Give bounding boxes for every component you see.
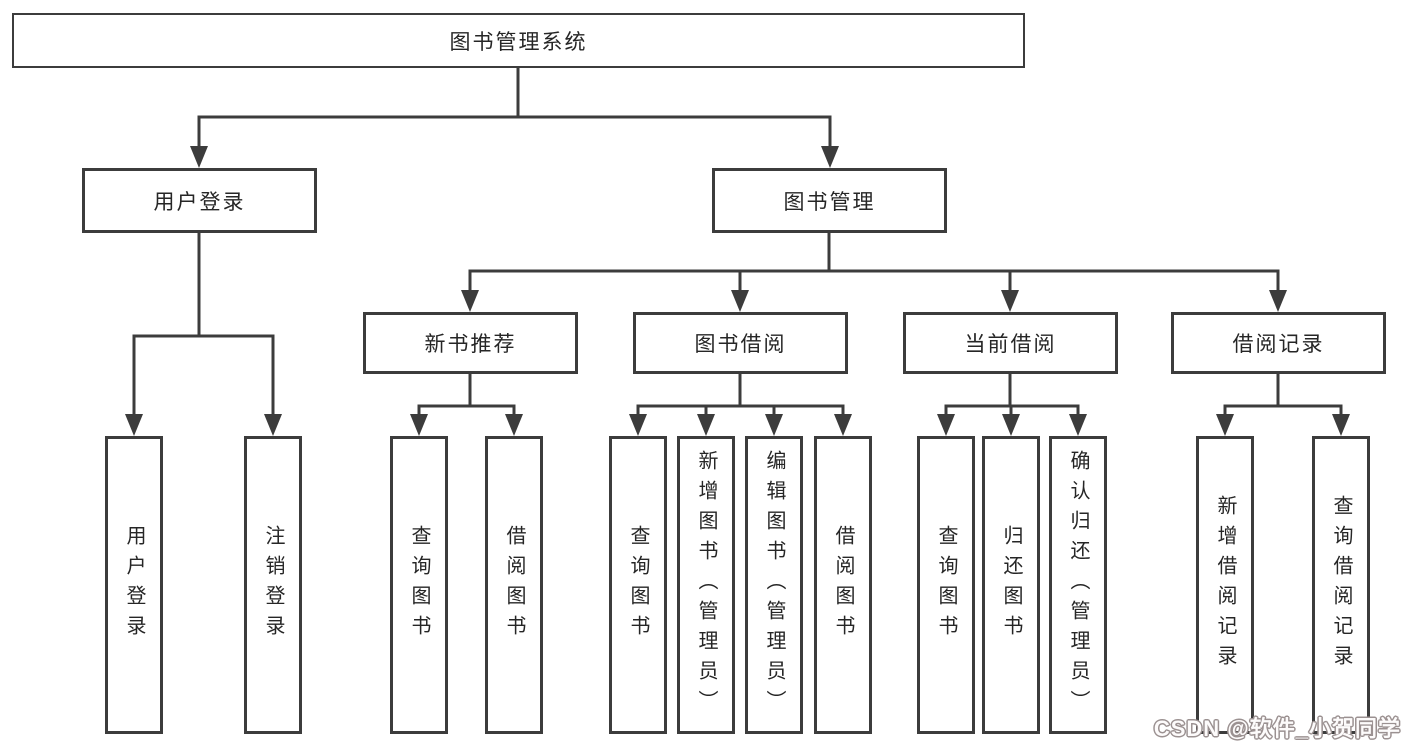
leaf-add-borrow-record: 新增借阅记录 (1196, 436, 1254, 734)
leaf-user-login: 用户登录 (105, 436, 163, 734)
node-new-book-recommend: 新书推荐 (363, 312, 578, 374)
leaf-confirm-return-admin: 确认归还（管理员） (1049, 436, 1107, 734)
node-library-system: 图书管理系统 (12, 13, 1025, 68)
node-book-borrowing: 图书借阅 (633, 312, 848, 374)
leaf-edit-book-admin: 编辑图书（管理员） (745, 436, 803, 734)
node-borrow-records: 借阅记录 (1171, 312, 1386, 374)
leaf-query-books-newbook: 查询图书 (390, 436, 448, 734)
leaf-query-books-borrow: 查询图书 (609, 436, 667, 734)
leaf-add-book-admin: 新增图书（管理员） (677, 436, 735, 734)
leaf-return-book: 归还图书 (982, 436, 1040, 734)
node-current-borrowing: 当前借阅 (903, 312, 1118, 374)
node-book-management: 图书管理 (712, 168, 947, 233)
watermark: CSDN @软件_小贺同学 (1153, 716, 1401, 741)
leaf-logout: 注销登录 (244, 436, 302, 734)
leaf-query-borrow-record: 查询借阅记录 (1312, 436, 1370, 734)
leaf-query-books-current: 查询图书 (917, 436, 975, 734)
node-user-login: 用户登录 (82, 168, 317, 233)
leaf-borrow-books-borrow: 借阅图书 (814, 436, 872, 734)
leaf-borrow-books-newbook: 借阅图书 (485, 436, 543, 734)
